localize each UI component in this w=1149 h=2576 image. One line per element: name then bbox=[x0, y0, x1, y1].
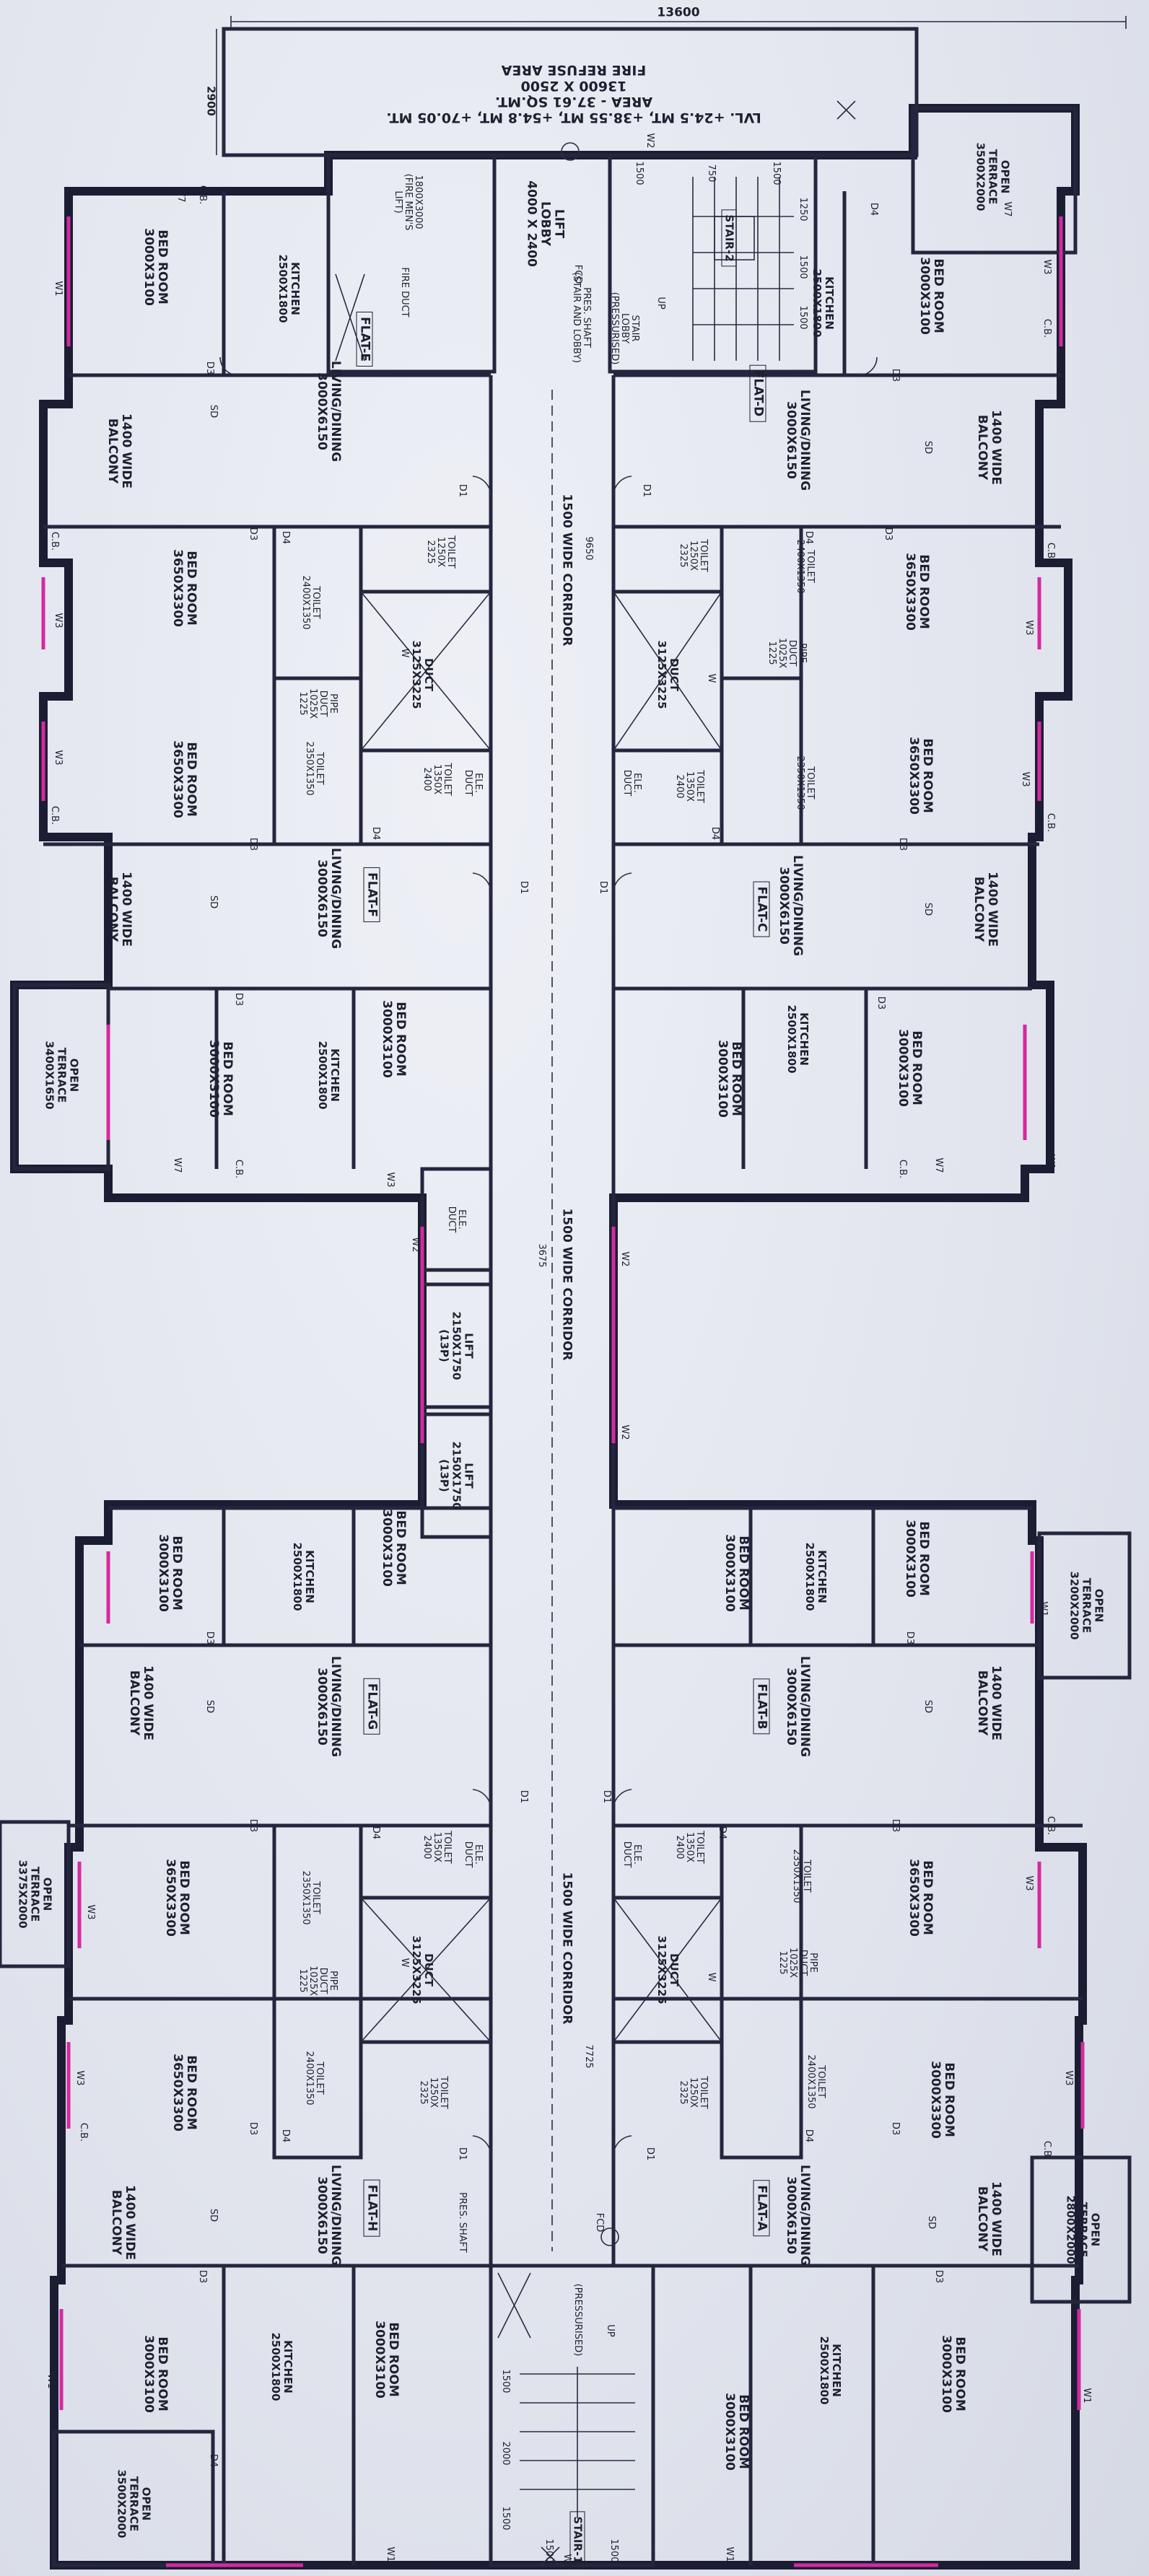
duct-block bbox=[611, 590, 724, 753]
fire-check-symbol bbox=[600, 2227, 619, 2246]
detail-layer bbox=[216, 16, 1127, 2566]
door-swing bbox=[613, 1789, 632, 1812]
shaft-cross bbox=[335, 273, 365, 362]
dimension-line bbox=[216, 29, 224, 155]
fire-refuse-title: FIRE REFUSE AREA bbox=[501, 62, 647, 78]
terrace-outline bbox=[911, 106, 1078, 255]
wall-layer bbox=[10, 104, 1087, 2570]
elevator-x-mark bbox=[541, 2546, 560, 2566]
door-swing bbox=[472, 872, 492, 895]
stair-landing bbox=[714, 216, 755, 260]
door-swing bbox=[472, 476, 492, 499]
door-swing bbox=[472, 1789, 492, 1812]
fire-refuse-levels: LVL. +24.5 MT, +38.55 MT, +54.8 MT, +70.… bbox=[386, 110, 761, 126]
stair-treads bbox=[520, 2367, 635, 2518]
toilet-block bbox=[720, 1997, 803, 2160]
dimension-line bbox=[230, 16, 1127, 29]
door-swing bbox=[613, 2135, 632, 2158]
duct-cross bbox=[360, 1897, 492, 2043]
fire-check-symbol bbox=[561, 142, 580, 161]
terrace-outline bbox=[1037, 1531, 1132, 1680]
terrace-outline bbox=[1030, 2155, 1132, 2304]
shaft-cross bbox=[497, 2272, 531, 2339]
building-outline bbox=[10, 104, 1087, 2570]
toilet-block bbox=[272, 676, 363, 846]
toilet-block bbox=[720, 676, 803, 846]
door-swing bbox=[219, 356, 239, 376]
stair-1-box bbox=[489, 2264, 655, 2567]
window-layer bbox=[41, 216, 1085, 2567]
duct-cross bbox=[613, 591, 722, 751]
terrace-outline bbox=[52, 2430, 215, 2567]
duct-cross bbox=[613, 1897, 722, 2043]
lift-shaft-2 bbox=[420, 1412, 493, 1539]
duct-block bbox=[359, 590, 493, 753]
elevator-x-mark bbox=[836, 100, 856, 120]
fire-refuse-area-sqm: AREA - 37.61 SQ.MT. bbox=[494, 94, 653, 110]
door-swing bbox=[613, 476, 632, 499]
stair-treads bbox=[692, 177, 794, 361]
duct-block bbox=[611, 1896, 724, 2044]
duct-block bbox=[359, 1896, 493, 2044]
door-swing bbox=[472, 2135, 492, 2158]
toilet-block bbox=[272, 1997, 363, 2160]
door-swing bbox=[613, 872, 632, 895]
duct-cross bbox=[360, 591, 492, 751]
door-swing bbox=[858, 356, 878, 376]
stair-2-box bbox=[608, 153, 818, 374]
fire-refuse-size: 13600 X 2500 bbox=[520, 78, 627, 94]
partition-layer bbox=[0, 27, 1132, 2567]
ele-duct-shaft bbox=[420, 1167, 493, 1272]
terrace-outline bbox=[0, 1820, 71, 1968]
